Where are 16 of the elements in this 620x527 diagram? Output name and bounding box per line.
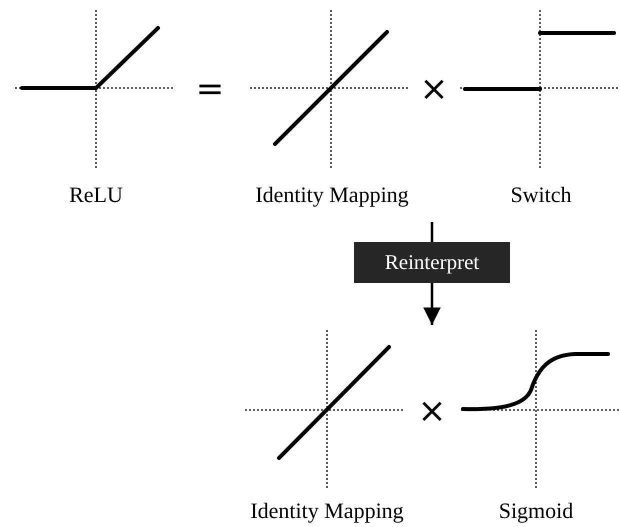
function-plot-drawing <box>460 10 620 170</box>
plot-caption: Switch <box>510 184 572 206</box>
plot-caption: Identity Mapping <box>250 500 404 522</box>
plot-caption: Sigmoid <box>498 500 574 522</box>
multiplication-sign: × <box>418 394 446 428</box>
plot-caption: ReLU <box>69 184 123 206</box>
function-plot-drawing <box>461 330 620 490</box>
connector-line <box>430 222 434 242</box>
process-box: Reinterpret <box>354 242 510 283</box>
arrow <box>423 283 441 325</box>
plot-caption: Identity Mapping <box>255 184 409 206</box>
equals-sign: = <box>196 72 224 106</box>
function-plot-drawing <box>250 10 410 170</box>
function-plot-drawing <box>245 330 405 490</box>
multiplication-sign: × <box>420 72 448 106</box>
function-plot-drawing <box>15 10 175 170</box>
